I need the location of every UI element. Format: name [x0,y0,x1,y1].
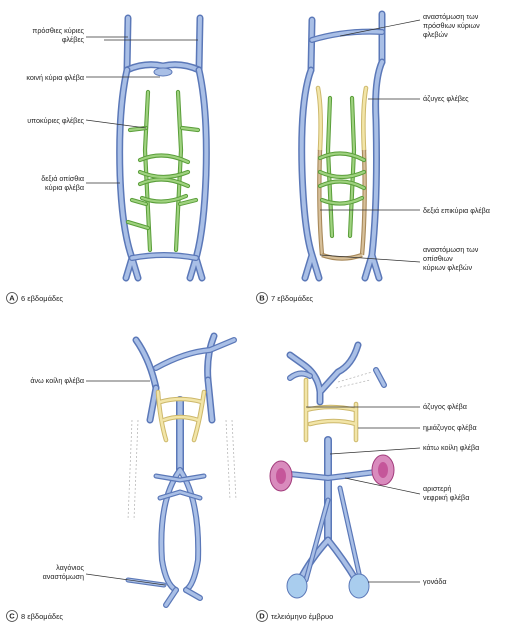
label-anastomosis-posterior-2: οπίσθιων [423,254,453,263]
panel-a-veins [120,18,207,278]
label-left-renal-vein-1: αριστερή [423,484,451,493]
panel-d-caption: D τελειόμηνο έμβρυο [257,611,334,622]
panel-a-subcardinal-network [128,92,198,250]
label-anastomosis-anterior-3: φλεβών [423,30,448,39]
panel-d-leaders [306,407,420,582]
label-right-supracardinal: δεξιά επικύρια φλέβα [423,206,490,215]
label-anastomosis-anterior-2: πρόσθιων κύριων [423,21,480,30]
kidney-right [270,461,292,491]
panel-a-letter: A [9,294,15,303]
panel-b-caption-text: 7 εβδομάδες [271,294,313,303]
panel-b-caption: B 7 εβδομάδες [257,293,314,304]
label-superior-vena-cava: άνω κοίλη φλέβα [30,376,84,385]
label-anastomosis-posterior-1: αναστόμωση των [423,245,479,254]
panel-b-veins [302,14,382,278]
label-anterior-cardinal-1: πρόσθιες κύριες [32,26,84,35]
panel-c-caption: C 8 εβδομάδες [7,611,64,622]
panel-d-caption-text: τελειόμηνο έμβρυο [271,612,333,621]
kidney-left [372,455,394,485]
panel-a-caption-text: 6 εβδομάδες [21,294,63,303]
panel-d-letter: D [259,612,265,621]
label-azygos-veins: άζυγες φλέβες [423,94,469,103]
panel-c: άνω κοίλη φλέβα λαγόνιος αναστόμωση C 8 … [7,336,237,622]
label-subcardinal: υποκύριες φλέβες [27,116,84,125]
gonad-left [349,574,369,598]
label-iliac-anastomosis-2: αναστόμωση [43,572,84,581]
label-anastomosis-posterior-3: κύριων φλεβών [423,263,472,272]
panel-b-leaders [320,20,420,262]
label-common-cardinal: κοινή κύρια φλέβα [26,73,84,82]
label-inferior-vena-cava: κάτω κοίλη φλέβα [423,443,479,452]
panel-b-subcardinal-network [320,98,364,236]
label-hemiazygos-vein: ημιάζυγος φλέβα [423,423,477,432]
label-azygos-vein: άζυγος φλέβα [423,402,467,411]
label-anastomosis-anterior-1: αναστόμωση των [423,12,479,21]
gonad-right [287,574,307,598]
label-iliac-anastomosis-1: λαγόνιος [56,563,84,572]
panel-d: άζυγος φλέβα ημιάζυγος φλέβα κάτω κοίλη … [257,345,480,622]
label-posterior-cardinal-1: δεξιά οπίσθια [41,174,84,183]
panel-b: αναστόμωση των πρόσθιων κύριων φλεβών άζ… [257,12,490,304]
label-left-renal-vein-2: νεφρική φλέβα [423,493,469,502]
label-anterior-cardinal-2: φλέβες [62,35,85,44]
panel-c-letter: C [9,612,15,621]
label-posterior-cardinal-2: κύρια φλέβα [45,183,84,192]
panel-a-caption: A 6 εβδομάδες [7,293,64,304]
label-gonad: γονάδα [423,577,447,586]
panel-c-caption-text: 8 εβδομάδες [21,612,63,621]
panel-b-letter: B [259,294,265,303]
panel-a: πρόσθιες κύριες φλέβες κοινή κύρια φλέβα… [7,18,207,304]
panel-c-veins [128,336,234,605]
panel-d-azygos-system [306,380,356,440]
gonads [287,574,369,598]
